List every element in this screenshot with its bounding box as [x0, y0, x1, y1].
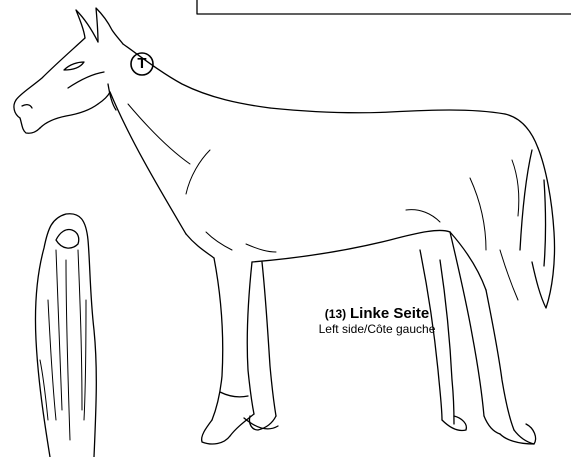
- front-view-outline: [35, 214, 96, 457]
- caption-number: (13): [325, 307, 346, 321]
- horse-outline: [14, 8, 555, 308]
- marker-label: T: [129, 54, 155, 74]
- front-leg-near: [202, 258, 254, 444]
- diagram-caption: (13) Linke Seite Left side/Côte gauche: [302, 305, 452, 337]
- hind-leg-far: [420, 250, 466, 431]
- body-contours: [128, 104, 519, 300]
- caption-subtitle: Left side/Côte gauche: [302, 323, 452, 337]
- hind-leg-near: [450, 232, 536, 444]
- caption-heading: (13) Linke Seite: [302, 305, 452, 322]
- head-details: [22, 62, 116, 110]
- caption-title: Linke Seite: [350, 305, 429, 322]
- form-box-frame: [197, 0, 571, 14]
